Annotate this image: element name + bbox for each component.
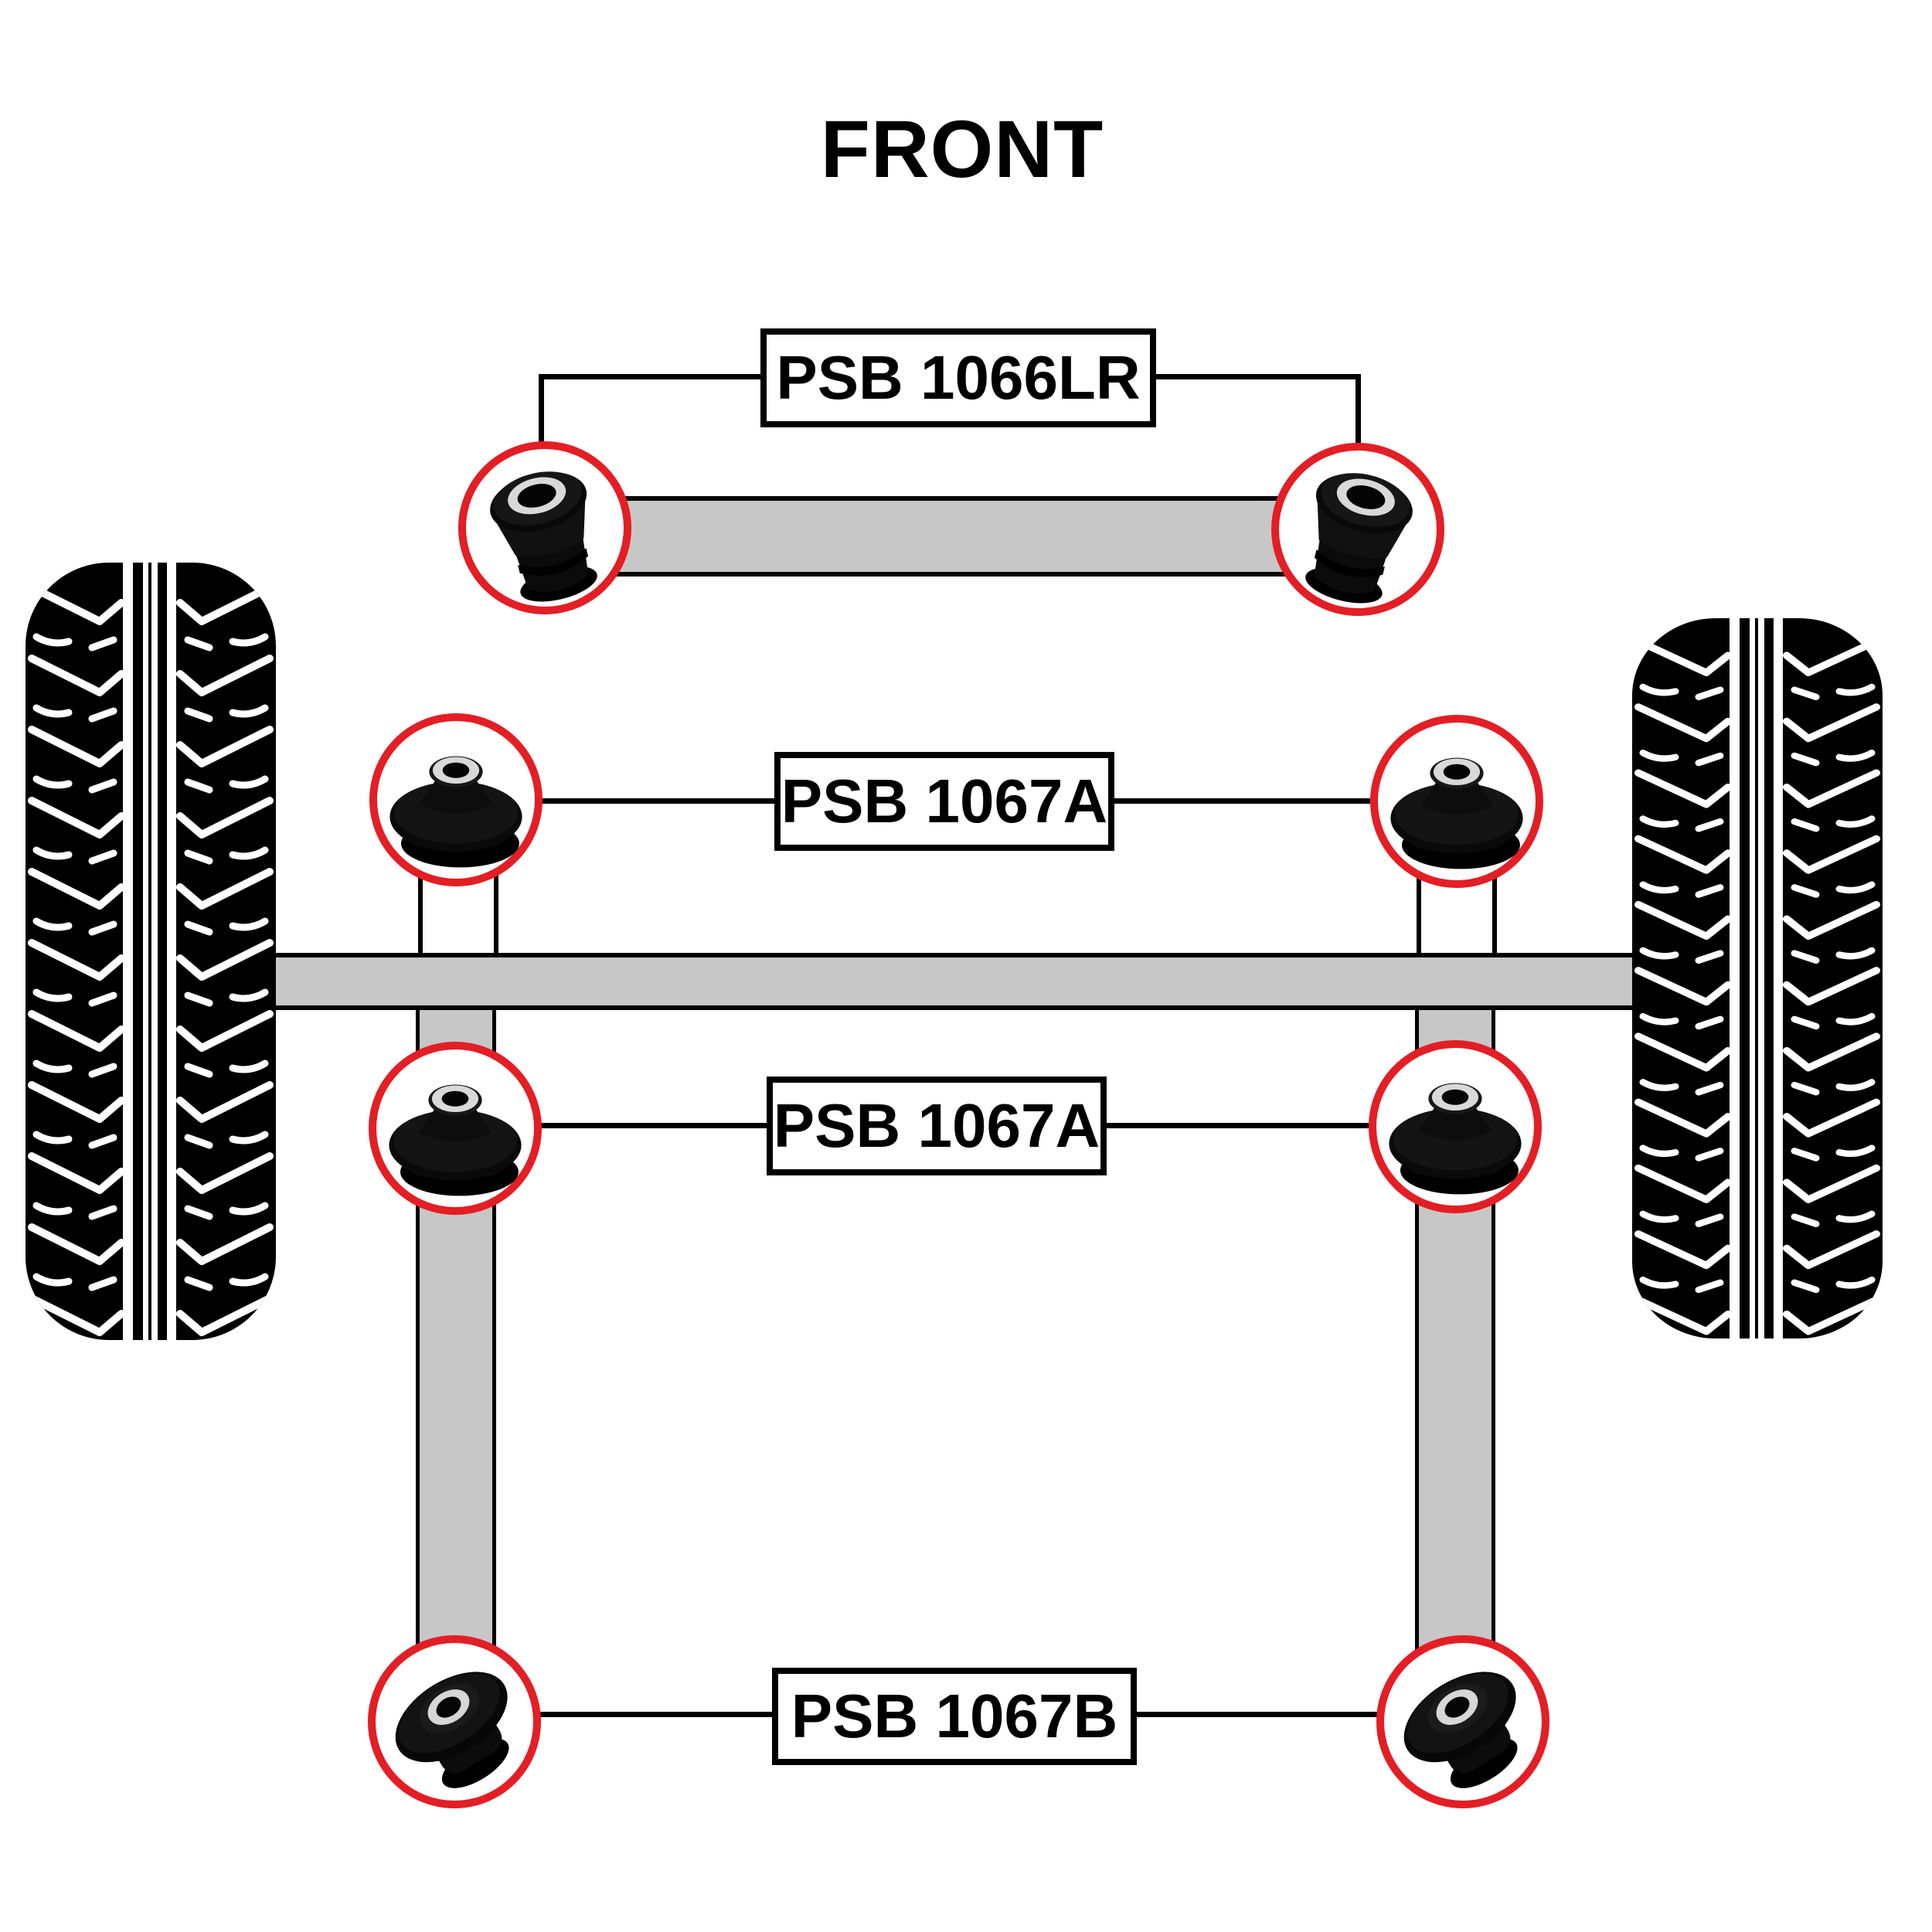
bushing-highlight-rear-right	[1376, 1635, 1549, 1808]
part-label-text: PSB 1067A	[773, 1091, 1100, 1160]
bushing-photo-icon	[1389, 1083, 1522, 1195]
leader-line-upper-left	[539, 798, 774, 804]
sway-bar-link-beam	[545, 496, 1358, 577]
bushing-photo-icon	[1388, 1653, 1549, 1808]
bushing-highlight-upper-right	[1370, 715, 1543, 888]
leader-line-rear-right	[1137, 1712, 1379, 1717]
bushing-photo-icon	[379, 1653, 541, 1808]
bushing-highlight-sway-right	[1271, 443, 1444, 616]
bushing-highlight-lower-left	[369, 1042, 542, 1215]
leader-line-top-left-h	[541, 374, 760, 379]
leader-line-top-right-v	[1355, 374, 1361, 450]
leader-line-upper-right	[1114, 798, 1370, 804]
leader-line-lower-left	[539, 1123, 767, 1128]
bushing-photo-icon	[389, 756, 522, 868]
front-left-tire-icon	[26, 563, 276, 1340]
bushing-photo-icon	[1292, 463, 1420, 613]
leader-line-top-left-v	[539, 374, 544, 448]
page-title: FRONT	[820, 104, 1104, 195]
part-label-sway-bar: PSB 1066LR	[760, 328, 1156, 427]
crossmember-beam	[276, 953, 1632, 1010]
part-label-rear-arm: PSB 1067B	[772, 1668, 1137, 1765]
leader-line-top-right-h	[1156, 374, 1359, 379]
front-right-tire-icon	[1632, 618, 1883, 1338]
part-label-lower-arm: PSB 1067A	[767, 1077, 1107, 1175]
leader-line-lower-right	[1107, 1123, 1369, 1128]
part-label-text: PSB 1067B	[791, 1682, 1118, 1750]
part-label-text: PSB 1066LR	[776, 343, 1141, 412]
leader-line-rear-left	[538, 1712, 772, 1717]
bushing-highlight-sway-left	[458, 441, 631, 614]
bushing-photo-icon	[389, 1084, 522, 1196]
part-label-text: PSB 1067A	[781, 767, 1108, 835]
bushing-photo-icon	[483, 461, 611, 611]
bushing-highlight-upper-left	[369, 713, 543, 886]
bushing-photo-icon	[1390, 757, 1523, 869]
bushing-highlight-rear-left	[368, 1635, 541, 1808]
part-label-upper-arm: PSB 1067A	[774, 752, 1114, 851]
bushing-highlight-lower-right	[1369, 1040, 1542, 1213]
